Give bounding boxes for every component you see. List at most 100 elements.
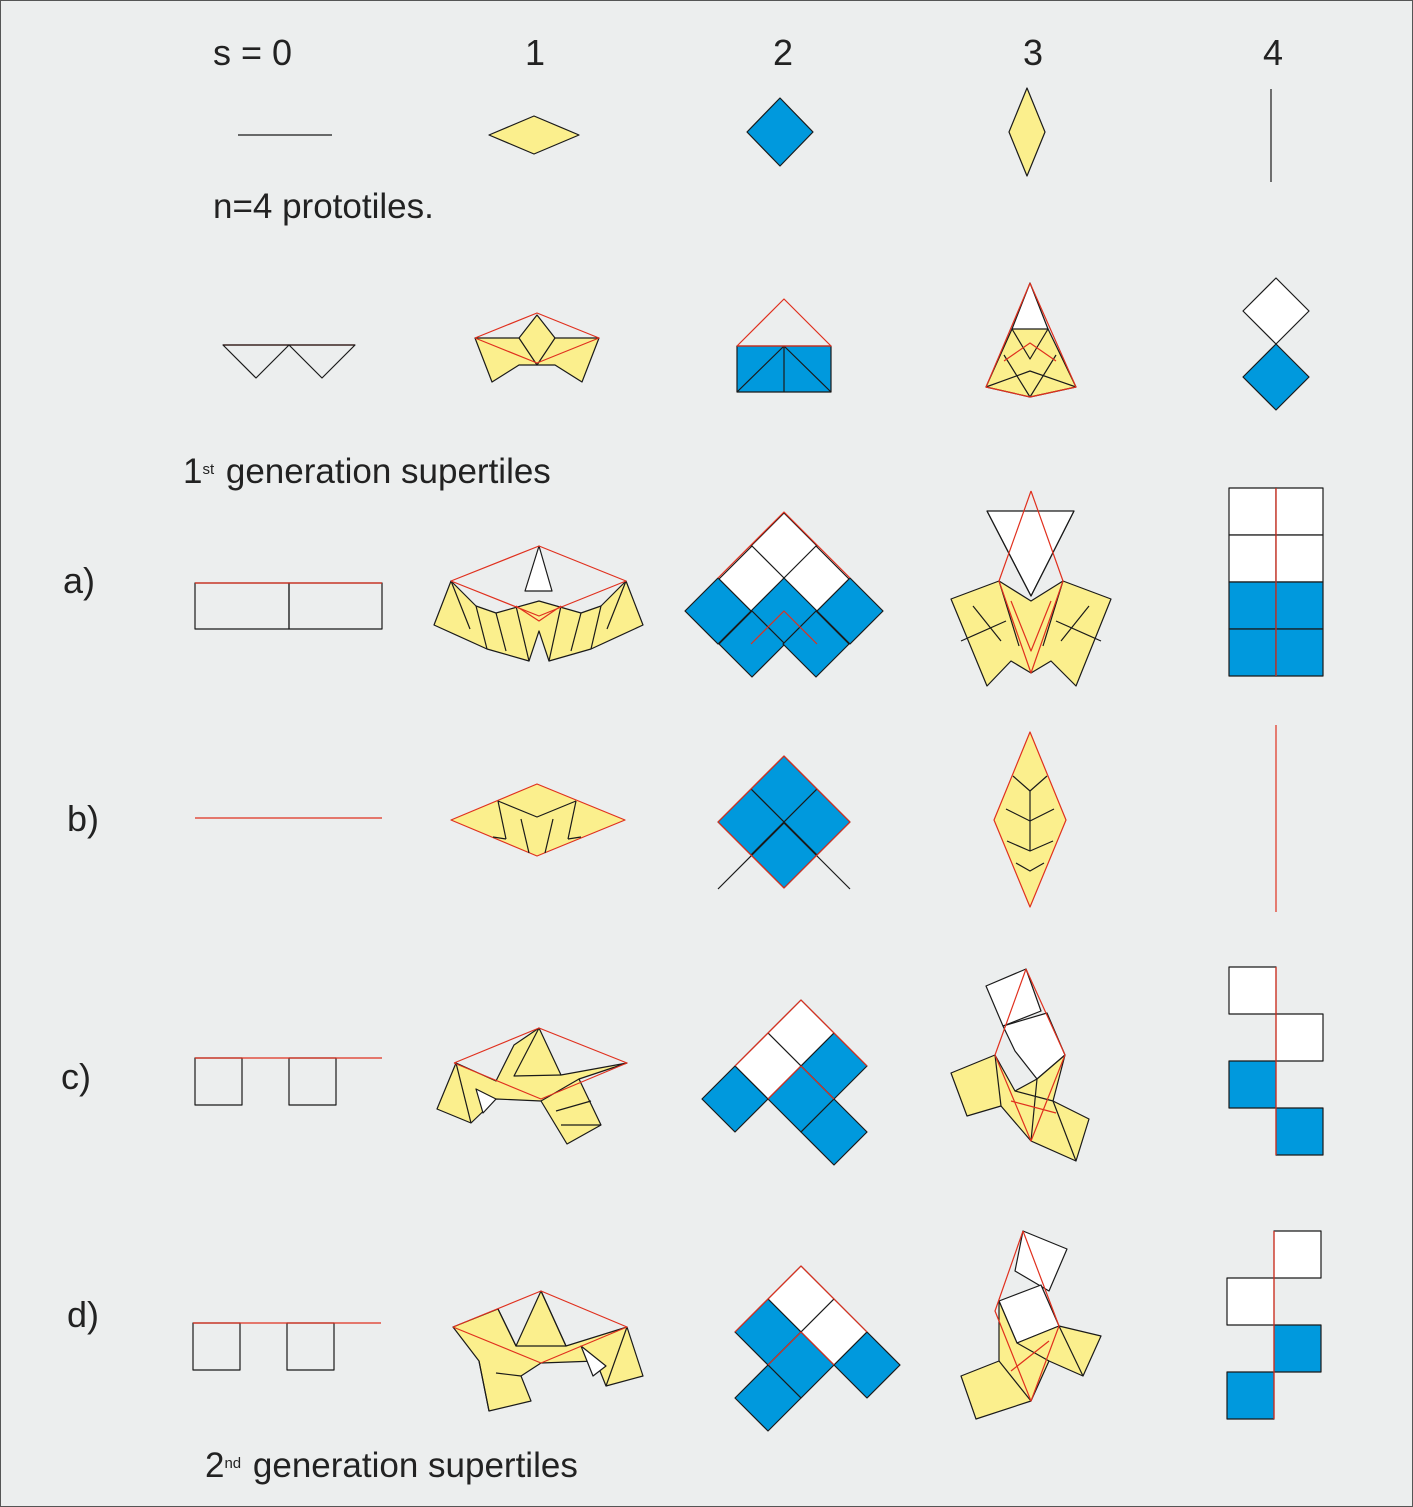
supertile-gen1-s2	[736, 298, 832, 393]
supertile-c-s2	[701, 999, 868, 1166]
blue-tile	[1275, 628, 1324, 677]
blue-tile	[1275, 1107, 1324, 1156]
white-tile	[580, 1345, 607, 1377]
tile-edge	[1030, 1078, 1038, 1142]
supertile-gen1-s4	[1242, 277, 1310, 411]
tile-edge	[492, 836, 507, 840]
white-tile	[1273, 1230, 1322, 1279]
tile-edge	[497, 800, 577, 818]
prototile-s1	[488, 115, 580, 155]
supertile-edge	[734, 999, 868, 1067]
supertile-b-s2	[717, 755, 851, 890]
tile-edge	[520, 818, 530, 854]
tile-edge	[497, 800, 507, 840]
tile-edge	[986, 510, 1075, 597]
supertile-edge	[767, 1065, 835, 1100]
column-label-s2: 2	[773, 32, 794, 73]
second-generation-ordinal: nd	[224, 1455, 242, 1472]
white-tile	[1242, 277, 1310, 345]
supertile-edge	[515, 605, 562, 622]
tile-edge	[548, 605, 562, 662]
blue-tile	[782, 610, 850, 678]
prototile-s3	[1008, 87, 1046, 177]
column-label-s1: 1	[525, 32, 546, 73]
blue-tile	[701, 1065, 769, 1133]
supertile-d-s2	[734, 1265, 901, 1432]
yellow-tile	[950, 580, 1112, 687]
tile-edge	[590, 605, 602, 650]
tile-edge	[570, 612, 582, 652]
blue-tile	[833, 1331, 901, 1399]
tile-edge	[475, 605, 488, 650]
tile-edge	[1052, 1100, 1077, 1162]
blue-tile	[1273, 1324, 1322, 1373]
yellow-tile	[452, 1290, 644, 1412]
blue-tile	[718, 610, 786, 678]
first-generation-ordinal: st	[202, 461, 215, 478]
supertile-edge	[750, 610, 818, 645]
yellow-tile	[488, 115, 580, 155]
tile	[192, 1322, 241, 1371]
supertile-edge	[985, 282, 1077, 398]
supertile-edge	[1010, 1100, 1057, 1114]
supertile-c-s0	[194, 1057, 382, 1106]
prototile-s2	[746, 97, 814, 167]
tile	[288, 344, 356, 379]
tile-edge	[1055, 620, 1102, 642]
blue-tile	[1228, 581, 1277, 630]
tile-edge	[544, 818, 554, 854]
column-label-s4: 4	[1263, 32, 1284, 73]
tile-edge	[450, 580, 471, 630]
white-tile	[985, 968, 1042, 1027]
second-generation-caption: 2nd generation supertiles	[205, 1448, 578, 1484]
supertile-edge	[994, 968, 1066, 1142]
tile	[286, 1322, 335, 1371]
white-tile	[1275, 1013, 1324, 1062]
tile-edge	[960, 620, 1007, 642]
supertile-edge	[453, 1027, 628, 1100]
supertile-edge	[736, 298, 832, 347]
blue-tile	[1228, 1060, 1277, 1109]
white-tile	[1014, 1230, 1068, 1292]
tile-edge	[994, 1054, 1002, 1107]
supertile-d-s0	[192, 1322, 381, 1371]
tile	[194, 582, 290, 630]
tile-edge	[1060, 605, 1090, 642]
supertile-a-s1	[433, 545, 644, 662]
tile-edge	[1014, 1090, 1054, 1102]
row-label-c: c)	[61, 1056, 91, 1097]
supertile-gen1-s3	[985, 282, 1077, 398]
tile-edge	[1006, 840, 1054, 852]
tile-edge	[455, 1062, 472, 1124]
supertile-edge	[998, 490, 1064, 674]
yellow-tile	[1008, 87, 1046, 177]
supertile-edge	[450, 545, 627, 617]
yellow-tile	[436, 1027, 628, 1145]
prototiles-caption: n=4 prototiles.	[213, 187, 434, 226]
blue-tile	[734, 1364, 802, 1432]
tile-edge	[555, 1100, 592, 1112]
white-tile	[524, 545, 553, 592]
supertile-a-s2	[684, 511, 884, 678]
supertile-d-s4	[1226, 1230, 1322, 1420]
tile	[288, 582, 383, 630]
supertile-c-s4	[1228, 966, 1324, 1156]
supertile-edge	[767, 1331, 835, 1366]
first-generation-caption: 1st generation supertiles	[183, 454, 551, 490]
column-label-s3: 3	[1023, 32, 1044, 73]
blue-tile	[684, 577, 752, 645]
yellow-tile	[474, 314, 600, 383]
supertile-a-s0	[194, 582, 383, 630]
supertile-c-s1	[436, 1027, 628, 1145]
blue-tile	[1242, 343, 1310, 411]
supertile-edge	[1003, 342, 1057, 362]
supertile-edge	[994, 1230, 1060, 1402]
blue-tile	[800, 1098, 868, 1166]
tile-edge	[515, 605, 530, 662]
tile	[288, 1057, 337, 1106]
column-label-s0: s = 0	[213, 32, 293, 73]
supertile-edge	[452, 1290, 628, 1364]
tile-edge	[1016, 1342, 1050, 1362]
first-generation-number: 1	[183, 452, 203, 491]
